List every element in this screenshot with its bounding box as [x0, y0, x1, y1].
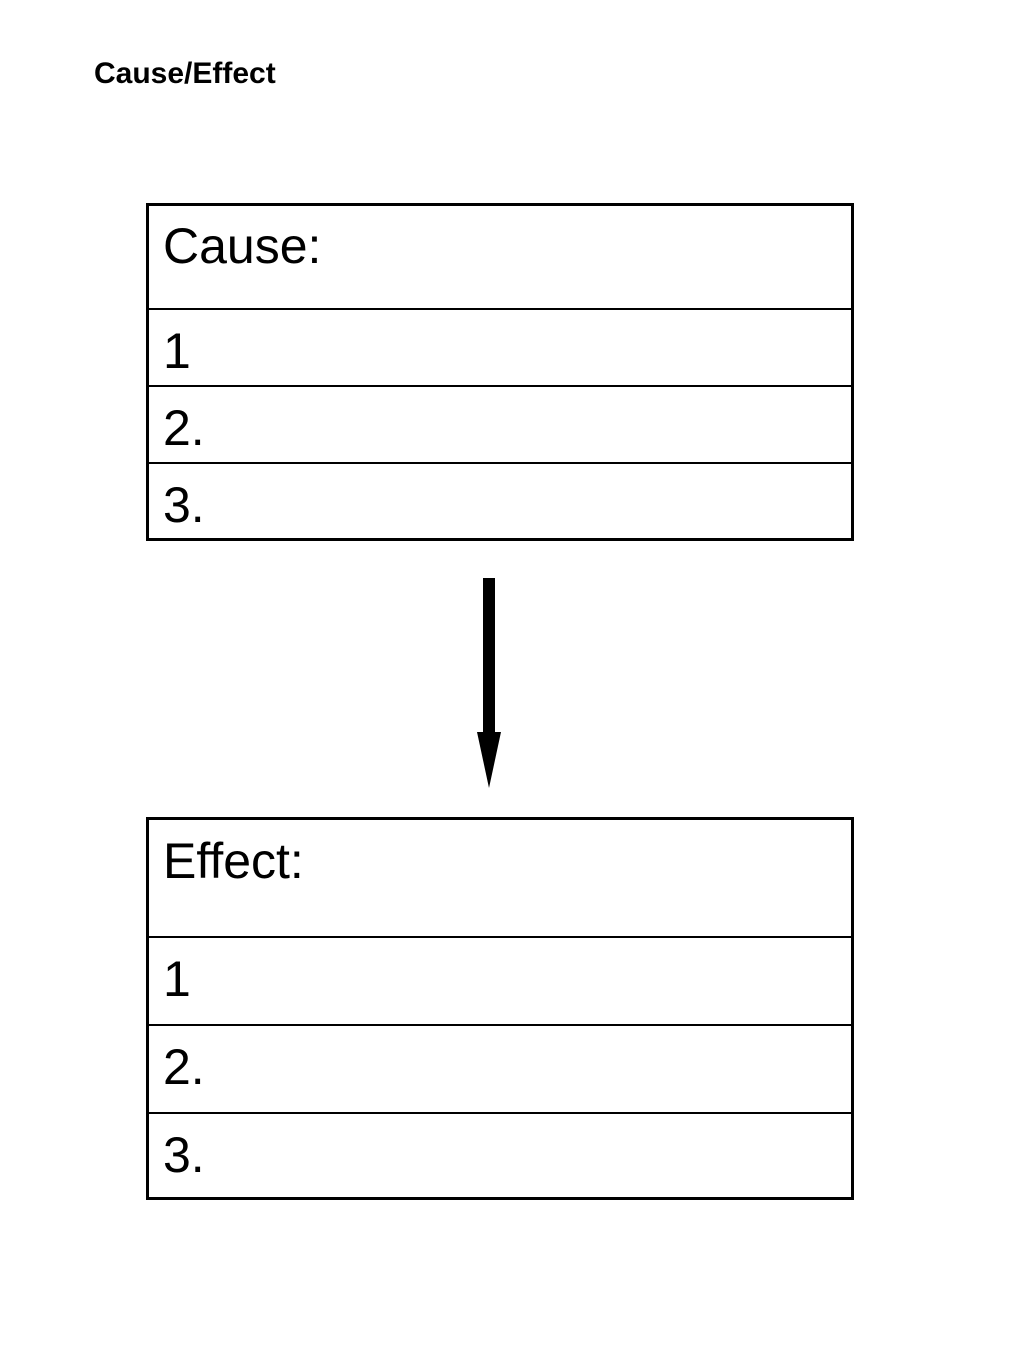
down-arrow-icon — [477, 578, 501, 788]
cause-item-row[interactable]: 3. — [149, 464, 851, 539]
cause-header-row: Cause: — [149, 206, 851, 310]
cause-box: Cause: 1 2. 3. — [146, 203, 854, 541]
effect-item-label: 2. — [163, 1039, 205, 1095]
cause-item-row[interactable]: 2. — [149, 387, 851, 464]
effect-item-row[interactable]: 1 — [149, 938, 851, 1026]
effect-box: Effect: 1 2. 3. — [146, 817, 854, 1200]
cause-header-label: Cause: — [163, 218, 322, 274]
effect-item-row[interactable]: 3. — [149, 1114, 851, 1200]
cause-item-label: 1 — [163, 323, 191, 379]
effect-header-label: Effect: — [163, 833, 304, 889]
arrow-head — [477, 732, 501, 788]
effect-item-label: 1 — [163, 951, 191, 1007]
cause-item-row[interactable]: 1 — [149, 310, 851, 387]
arrow-shaft — [483, 578, 495, 736]
effect-item-label: 3. — [163, 1127, 205, 1183]
effect-item-row[interactable]: 2. — [149, 1026, 851, 1114]
cause-item-label: 2. — [163, 400, 205, 456]
cause-item-label: 3. — [163, 477, 205, 533]
page-title: Cause/Effect — [94, 57, 276, 90]
effect-header-row: Effect: — [149, 820, 851, 938]
